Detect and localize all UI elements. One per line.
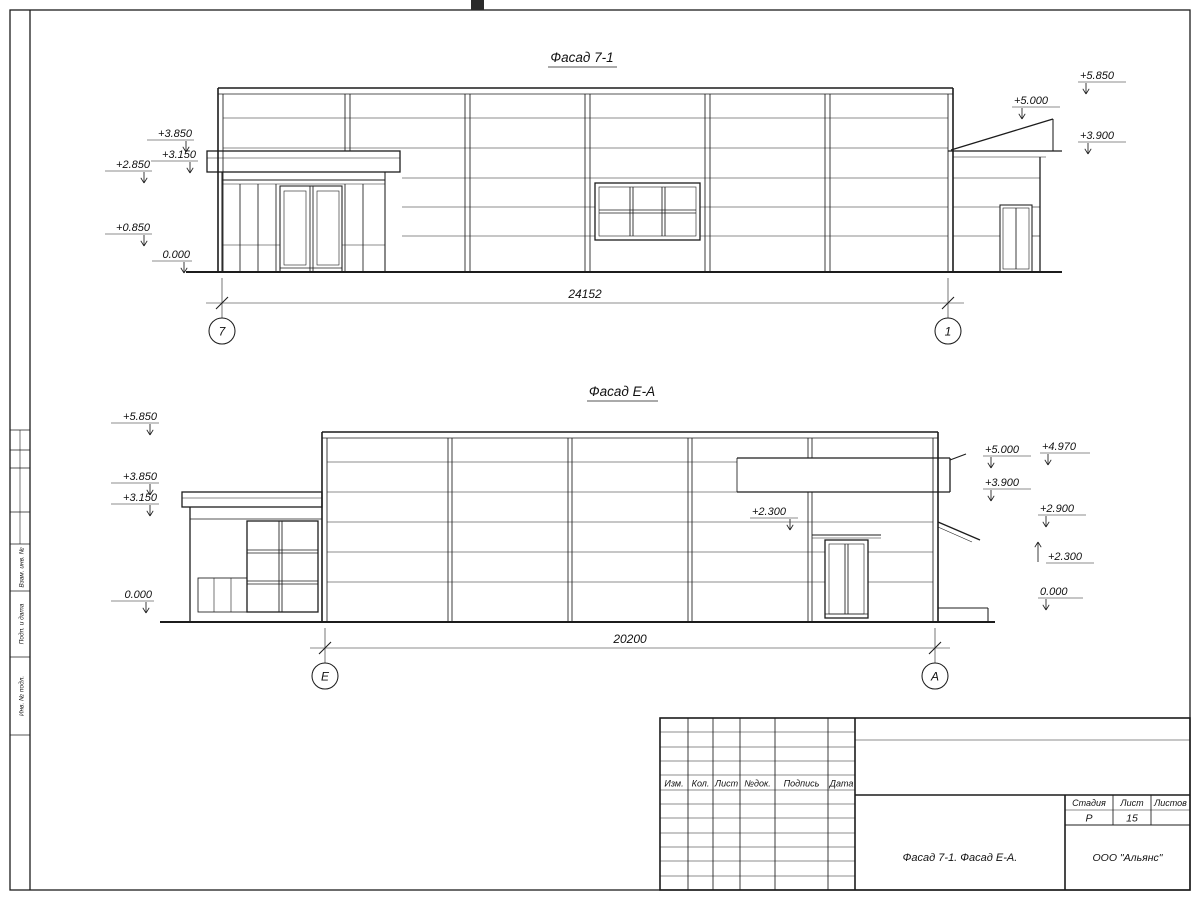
annex-canopy <box>181 491 323 508</box>
elevation-arrow-icon <box>140 234 148 247</box>
elevation-arrow-icon <box>987 456 995 469</box>
elevation-arrow-icon <box>1084 142 1092 155</box>
elevation-arrow-up-icon <box>1034 541 1042 563</box>
facade1-elevation-marks: +3.850 +3.150 +2.850 +0.850 0.000 +5.850… <box>105 70 1126 274</box>
axis-marker-7 <box>208 317 236 345</box>
titleblock-company: ООО "Альянс" <box>1093 852 1164 864</box>
elevation-mark-label: +3.150 <box>162 149 197 161</box>
axis-marker-a <box>921 662 949 690</box>
elevation-mark-label: +3.850 <box>123 471 158 483</box>
elevation-arrow-icon <box>1042 515 1050 528</box>
facade1-outline <box>217 87 954 272</box>
annex-panels <box>197 577 248 613</box>
titleblock-col-ndok: №док. <box>744 779 770 789</box>
elevation-mark-label: +2.900 <box>1040 503 1075 515</box>
facade1-title: Фасад 7-1 <box>550 50 613 65</box>
title-block: Изм. Кол. Лист №док. Подпись Дата Стадия… <box>659 717 1191 891</box>
elevation-arrow-icon <box>146 504 154 517</box>
side-stamp: Взам. инв. № Подп. и дата Инв. № подл. <box>10 429 30 736</box>
axis-marker-1 <box>934 317 962 345</box>
facade2-outline <box>321 431 939 622</box>
facade-e-a-drawing: Фасад Е-А <box>111 384 1094 690</box>
fold-mark <box>471 0 484 10</box>
elevation-arrow-icon <box>1082 82 1090 95</box>
elevation-mark-label: +2.300 <box>1048 551 1083 563</box>
elevation-mark-label: 0.000 <box>124 589 152 601</box>
facade1-annex <box>948 118 1062 273</box>
elevation-arrow-icon <box>146 423 154 436</box>
elevation-arrow-icon <box>1044 453 1052 466</box>
elevation-arrow-icon <box>1018 107 1026 120</box>
facade1-dimension-label: 24152 <box>567 287 602 301</box>
elevation-arrow-icon <box>1042 598 1050 611</box>
axis-label-a: А <box>930 670 939 684</box>
facade2-title: Фасад Е-А <box>589 384 655 399</box>
elevation-arrow-icon <box>987 489 995 502</box>
elevation-mark-label: +3.850 <box>158 128 193 140</box>
elevation-mark-label: +3.900 <box>1080 130 1115 142</box>
elevation-arrow-icon <box>786 518 794 531</box>
elevation-arrow-icon <box>140 171 148 184</box>
elevation-mark-label: +4.970 <box>1042 441 1077 453</box>
titleblock-col-list: Лист <box>714 779 739 789</box>
elevation-arrow-icon <box>142 601 150 614</box>
elevation-mark-label: +3.900 <box>985 477 1020 489</box>
side-stamp-label: Подп. и дата <box>18 603 26 644</box>
axis-marker-e <box>311 662 339 690</box>
elevation-mark-label: +5.850 <box>123 411 158 423</box>
facade2-annex <box>181 491 323 622</box>
elevation-mark-label: +2.300 <box>752 506 787 518</box>
titleblock-col-podpis: Подпись <box>784 779 820 789</box>
facade1-entrance <box>206 150 401 273</box>
titleblock-sheet-value: 15 <box>1126 813 1138 825</box>
facade1-window <box>594 182 701 241</box>
titleblock-col-izm: Изм. <box>664 779 683 789</box>
titleblock-drawing-title: Фасад 7-1. Фасад Е-А. <box>903 852 1018 864</box>
elevation-mark-label: +5.000 <box>1014 95 1049 107</box>
titleblock-stage-value: Р <box>1085 813 1092 825</box>
facade1-panel-joints <box>223 117 1040 237</box>
annex-window <box>246 520 319 613</box>
side-stamp-label: Инв. № подл. <box>18 676 26 717</box>
axis-label-1: 1 <box>945 325 952 339</box>
titleblock-sheet-label: Лист <box>1119 798 1144 808</box>
titleblock-col-data: Дата <box>829 779 854 789</box>
facade2-columns <box>322 437 938 622</box>
facade2-fascia-band <box>736 453 967 493</box>
axis-label-e: Е <box>321 670 330 684</box>
elevation-mark-label: 0.000 <box>162 249 190 261</box>
elevation-mark-label: 0.000 <box>1040 586 1068 598</box>
elevation-mark-label: +3.150 <box>123 492 158 504</box>
titleblock-stage-label: Стадия <box>1072 798 1106 808</box>
side-stamp-label: Взам. инв. № <box>19 547 26 587</box>
entrance-doors <box>279 185 343 273</box>
titleblock-col-kol: Кол. <box>692 779 710 789</box>
elevation-mark-label: +0.850 <box>116 222 151 234</box>
elevation-mark-label: +5.850 <box>1080 70 1115 82</box>
entrance-canopy <box>206 150 401 173</box>
elevation-arrow-icon <box>186 161 194 174</box>
facade2-panel-joints <box>327 461 933 583</box>
titleblock-sheets-label: Листов <box>1153 798 1187 808</box>
facade1-dimension <box>206 278 964 318</box>
facade2-dimension-label: 20200 <box>612 632 647 646</box>
facade2-elevation-marks: +5.850 +3.850 +3.150 0.000 +2.300 +5.000… <box>111 411 1094 614</box>
facade-7-1-drawing: Фасад 7-1 <box>105 50 1126 345</box>
axis-label-7: 7 <box>219 325 227 339</box>
elevation-mark-label: +5.000 <box>985 444 1020 456</box>
facade2-awning <box>937 521 981 543</box>
facade2-dimension <box>310 628 950 663</box>
facade1-columns <box>218 93 953 272</box>
elevation-mark-label: +2.850 <box>116 159 151 171</box>
facade2-door <box>812 534 881 619</box>
